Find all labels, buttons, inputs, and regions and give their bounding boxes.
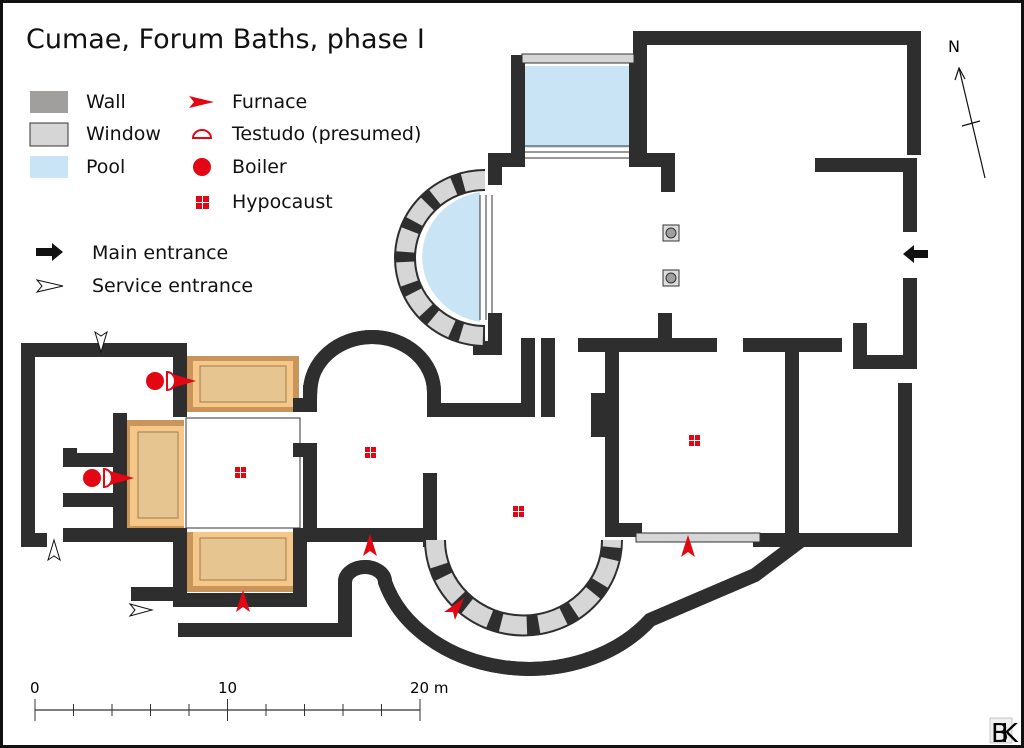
- hypocaust-icon: [689, 435, 700, 446]
- legend-main-entrance: Main entrance: [92, 242, 228, 264]
- boiler-icon: [146, 372, 164, 390]
- hypocaust-icon: [235, 467, 246, 478]
- service-entrance-icon: [94, 330, 108, 354]
- legend-boiler: Boiler: [232, 156, 287, 178]
- pool-apse: [422, 192, 480, 322]
- title: Cumae, Forum Baths, phase I: [26, 24, 425, 55]
- pools: [422, 66, 634, 322]
- scale-label-0: 0: [30, 679, 40, 697]
- pool-swatch: [30, 156, 68, 178]
- furnaces: [83, 370, 695, 620]
- pool-north: [520, 66, 634, 148]
- heated-rooms: [124, 356, 301, 592]
- furnace-icon: [681, 535, 695, 557]
- testudo-icon: [166, 370, 176, 392]
- entrances: [47, 245, 928, 617]
- north-label: N: [948, 37, 960, 56]
- legend-wall: Wall: [86, 91, 126, 113]
- north-arrow: N: [948, 37, 986, 179]
- testudo-icon: [191, 129, 213, 139]
- legend-window: Window: [86, 123, 161, 145]
- furnace-icon: [172, 374, 196, 388]
- main-entrance-icon: [36, 243, 63, 261]
- window-swatch: [29, 122, 69, 147]
- walls: [21, 31, 921, 669]
- legend-pool: Pool: [86, 156, 125, 178]
- furnace-icon: [236, 590, 250, 612]
- legend-hypocaust: Hypocaust: [232, 191, 333, 213]
- service-entrance-icon: [128, 603, 154, 617]
- scale-label-20: 20 m: [410, 679, 448, 697]
- service-entrance-icon: [47, 538, 61, 562]
- boiler-icon: [193, 158, 211, 176]
- scale-bar: 0 10 20 m: [30, 679, 448, 721]
- service-entrance-icon: [35, 279, 64, 293]
- legend-service-entrance: Service entrance: [92, 275, 253, 297]
- hypocaust-icon: [365, 447, 376, 458]
- main-entrance-icon: [903, 245, 928, 263]
- legend-furnace: Furnace: [232, 91, 307, 113]
- hypocaust-icon: [196, 196, 209, 209]
- hypocaust-icon: [513, 506, 524, 517]
- hypocausts: [235, 435, 700, 517]
- furnace-icon: [189, 96, 214, 108]
- furnace-icon: [444, 598, 464, 620]
- wall-swatch: [30, 91, 68, 113]
- boiler-icon: [83, 469, 101, 487]
- scale-label-10: 10: [218, 679, 237, 697]
- legend: Wall Window Pool Furnace Testudo (presum…: [29, 91, 421, 297]
- testudo-icon: [103, 467, 113, 489]
- furnace-icon: [363, 534, 377, 556]
- legend-testudo: Testudo (presumed): [231, 123, 421, 145]
- furnace-icon: [110, 471, 134, 485]
